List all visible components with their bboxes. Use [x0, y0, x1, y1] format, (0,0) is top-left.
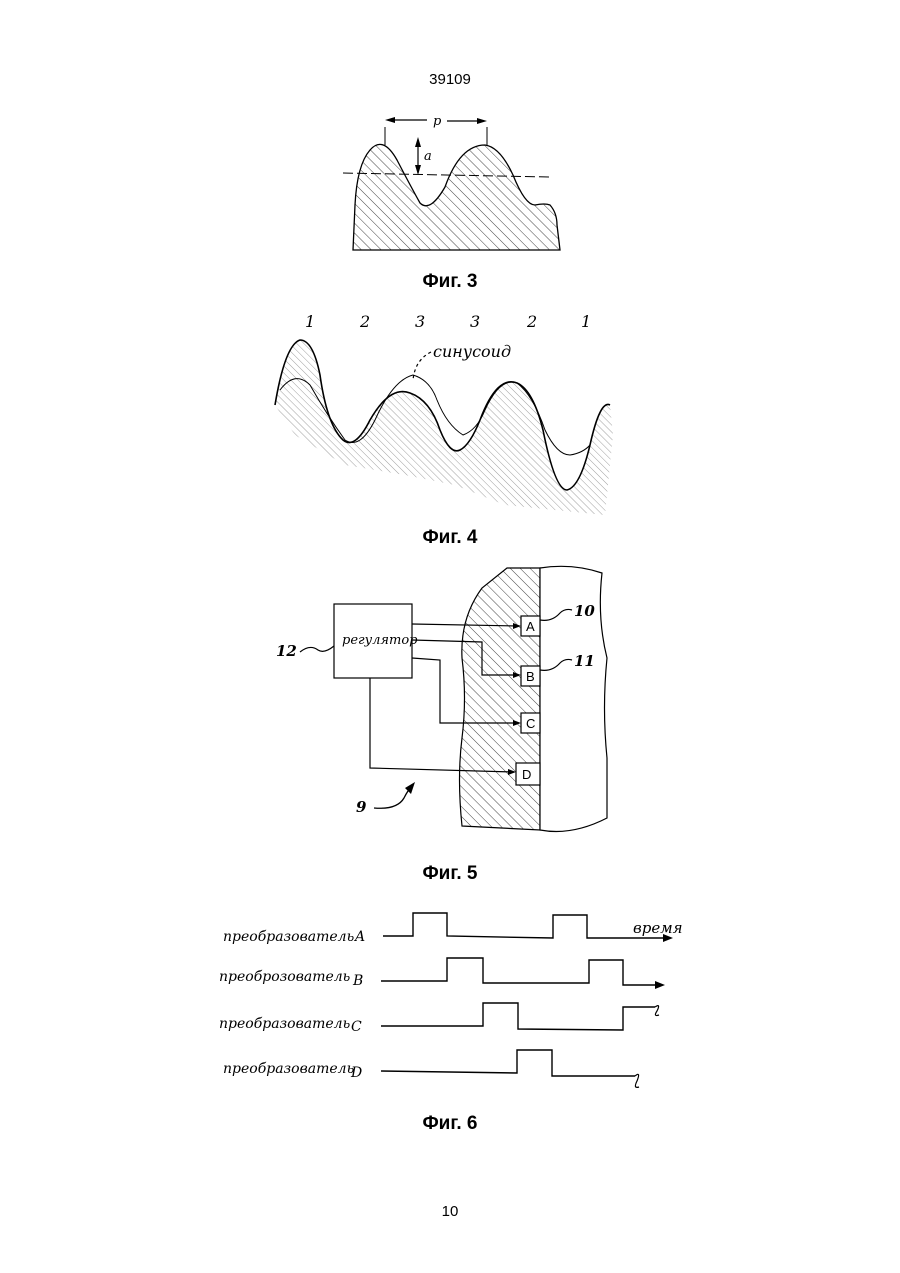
figure-6-caption: Фиг. 6 [0, 1113, 900, 1135]
fig4-profile [275, 340, 613, 515]
fig5-transducer-d-label: D [522, 767, 531, 782]
fig4-number-4: 3 [470, 312, 480, 331]
document-number: 39109 [0, 71, 900, 88]
fig4-sinusoid-label: синусоид [433, 342, 511, 361]
figure-4-drawing: 1 2 3 3 2 1 синусоид [265, 305, 625, 525]
fig6-row-a-label: преобразователь [223, 929, 354, 945]
fig4-number-2: 2 [359, 312, 370, 331]
fig4-number-1: 1 [305, 312, 315, 331]
fig6-wave-b [381, 958, 657, 985]
fig5-ref-10: 10 [574, 602, 595, 620]
page-number: 10 [0, 1203, 900, 1220]
fig5-transducer-c-label: C [526, 716, 535, 731]
fig6-row-c-label: преобразователь [219, 1016, 350, 1032]
figure-3-drawing: p a [335, 105, 575, 265]
fig6-row-b-letter: B [352, 973, 363, 989]
fig6-wave-a [383, 913, 667, 938]
fig5-transducer-a-label: A [526, 619, 535, 634]
fig3-profile [353, 144, 560, 250]
fig5-ref-9: 9 [356, 798, 367, 816]
fig5-ref-11: 11 [574, 652, 595, 670]
fig6-row-d-letter: D [350, 1065, 362, 1081]
fig6-row-d-label: преобразователь [223, 1061, 354, 1077]
fig6-row-c-letter: C [351, 1019, 362, 1035]
fig5-hatched-wall [460, 568, 541, 830]
fig4-number-6: 1 [581, 312, 591, 331]
fig6-wave-d [381, 1050, 635, 1076]
figure-5-caption: Фиг. 5 [0, 863, 900, 885]
fig5-regulator-label: регулятор [342, 633, 418, 648]
figure-4-caption: Фиг. 4 [0, 527, 900, 549]
fig6-time-label: время [633, 919, 683, 937]
fig3-label-a: a [424, 149, 432, 164]
figure-6-drawing: преобразователь A преоброзователь B прео… [205, 893, 695, 1113]
fig3-label-p: p [433, 114, 442, 129]
fig5-ref-12: 12 [276, 642, 297, 660]
figure-3-caption: Фиг. 3 [0, 271, 900, 293]
fig6-row-b-label: преоброзователь [219, 969, 350, 985]
fig6-row-a-letter: A [353, 929, 365, 945]
figure-5-drawing: регулятор A B C D 10 11 12 9 [262, 558, 642, 848]
fig4-number-5: 2 [526, 312, 537, 331]
fig6-wave-c [381, 1003, 655, 1030]
fig5-transducer-b-label: B [526, 669, 535, 684]
fig4-number-3: 3 [415, 312, 425, 331]
